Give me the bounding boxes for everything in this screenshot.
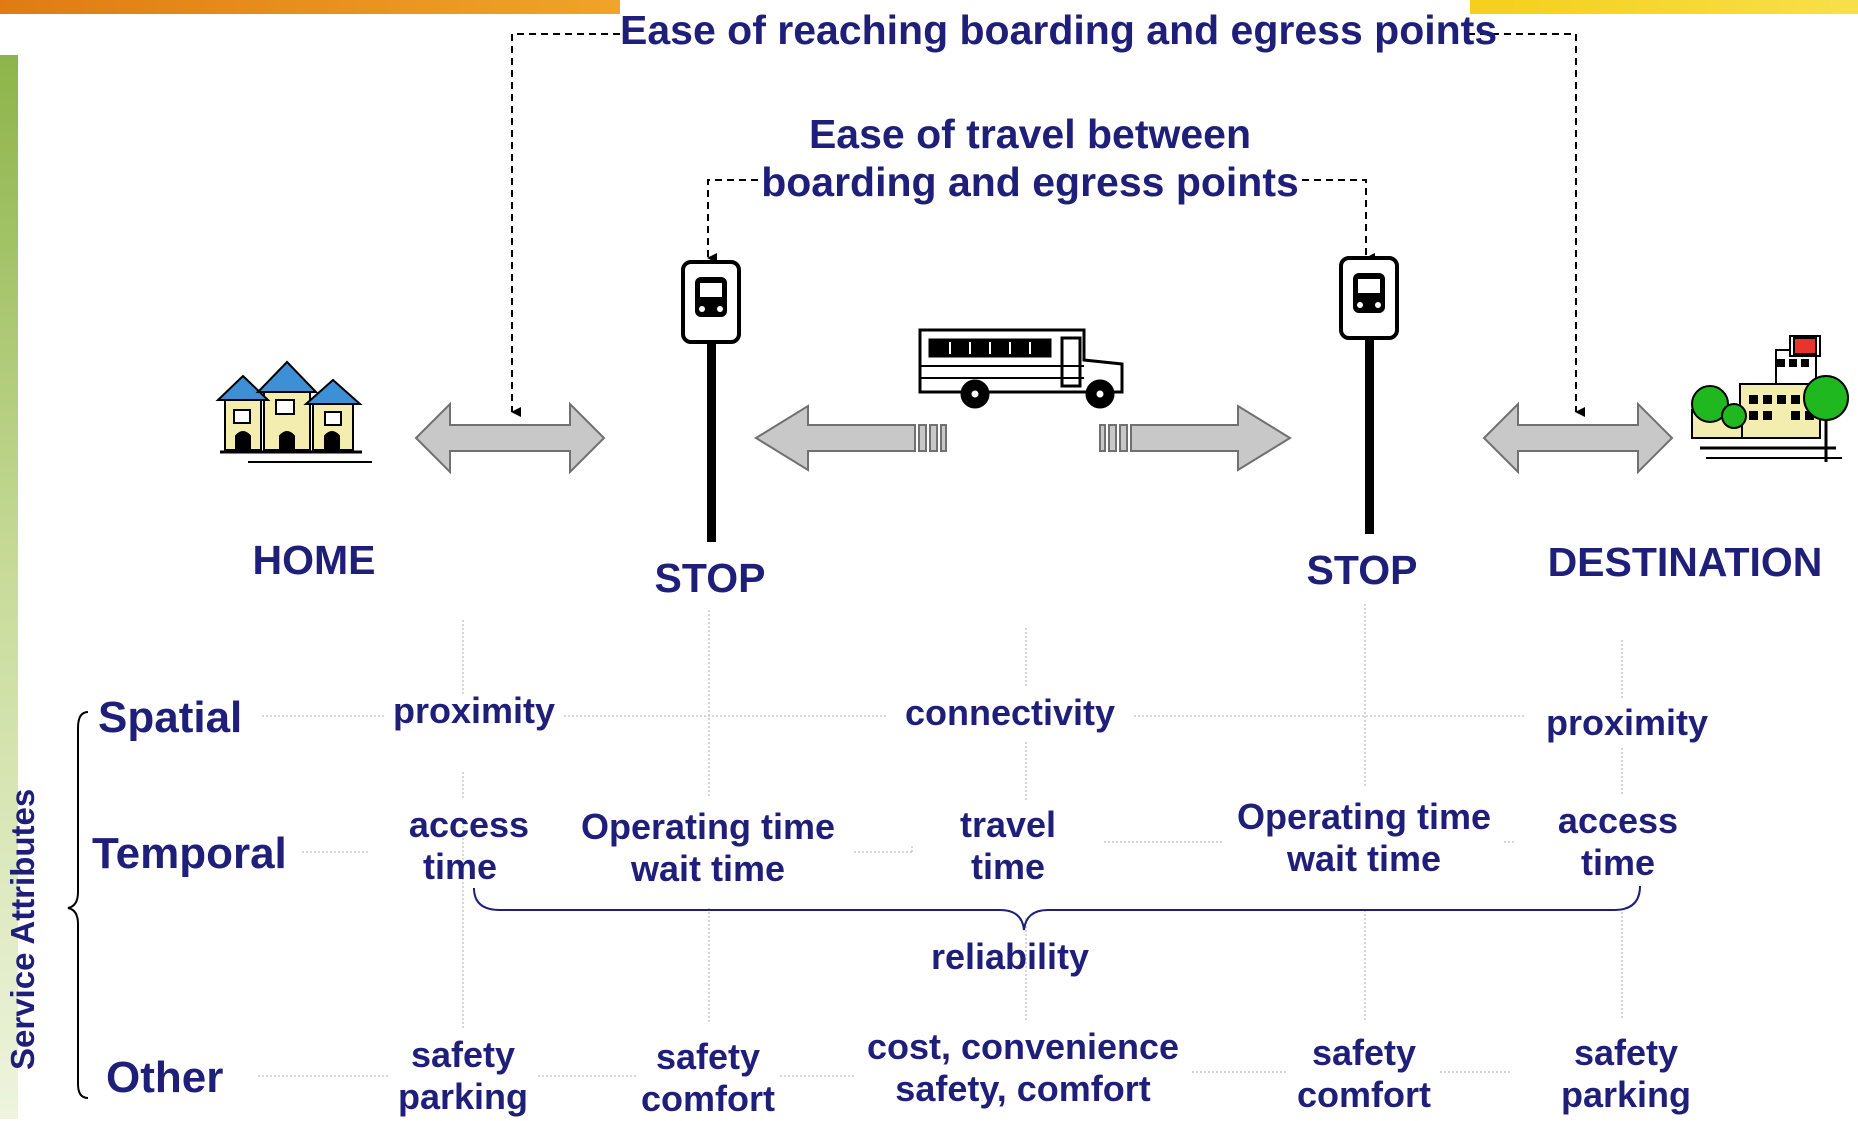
reliability-brace xyxy=(473,885,1641,931)
other-line: safety xyxy=(410,1034,516,1075)
temporal-line: travel xyxy=(959,804,1057,845)
temporal-home-access-time: access time xyxy=(384,804,554,889)
top-accent-bar-orange xyxy=(0,0,620,14)
left-accent-bar-green xyxy=(0,55,18,1119)
spatial-home-proximity: proximity xyxy=(392,690,556,731)
node-destination-label: DESTINATION xyxy=(1547,539,1823,585)
bus-stop-sign-icon xyxy=(1339,256,1399,534)
temporal-line: time xyxy=(1580,842,1656,884)
temporal-line: Operating time xyxy=(580,806,836,847)
attribute-grid-lines xyxy=(258,604,1623,1077)
temporal-line: access xyxy=(408,804,530,845)
other-line: safety xyxy=(1311,1032,1417,1073)
top-accent-bar-yellow xyxy=(1470,0,1858,14)
node-stop-right-label: STOP xyxy=(1306,547,1418,593)
temporal-stop-left-times: Operating time wait time xyxy=(562,806,854,891)
other-line: cost, convenience xyxy=(866,1026,1180,1067)
school-bus-icon xyxy=(918,328,1124,409)
other-line: comfort xyxy=(1297,1074,1431,1116)
middle-connector-label-line: boarding and egress points xyxy=(761,159,1299,206)
spatial-destination-proximity: proximity xyxy=(1545,702,1709,743)
bus-stop-sign-icon xyxy=(681,260,741,542)
stop-destination-double-arrow xyxy=(1482,401,1674,475)
temporal-destination-access-time: access time xyxy=(1538,800,1698,885)
temporal-travel-time: travel time xyxy=(930,804,1086,889)
other-line: parking xyxy=(1560,1074,1692,1116)
bus-left-arrow xyxy=(754,404,947,472)
temporal-line: Operating time xyxy=(1236,796,1492,837)
middle-connector-label: Ease of travel between boarding and egre… xyxy=(758,110,1302,207)
temporal-line: wait time xyxy=(630,848,786,890)
service-attributes-title: Service Attributes xyxy=(4,788,41,1070)
service-attributes-brace xyxy=(67,711,89,1099)
category-other-label: Other xyxy=(106,1053,224,1102)
other-stop-right-attributes: safety comfort xyxy=(1284,1032,1444,1117)
temporal-line: wait time xyxy=(1286,838,1442,880)
other-home-attributes: safety parking xyxy=(382,1034,544,1119)
bus-right-arrow xyxy=(1099,404,1292,472)
node-stop-left-label: STOP xyxy=(654,555,766,601)
other-line: parking xyxy=(397,1076,529,1118)
temporal-line: access xyxy=(1557,800,1679,841)
middle-connector-label-line: Ease of travel between xyxy=(808,111,1252,157)
other-line: safety, comfort xyxy=(895,1068,1151,1110)
hospital-building-icon xyxy=(1691,335,1849,462)
temporal-line: time xyxy=(970,846,1046,888)
other-line: safety xyxy=(1573,1032,1679,1073)
category-spatial-label: Spatial xyxy=(98,693,243,742)
top-connector-label: Ease of reaching boarding and egress poi… xyxy=(620,7,1498,53)
other-line: safety xyxy=(655,1036,761,1077)
home-stop-double-arrow xyxy=(414,401,606,475)
houses-icon xyxy=(215,360,372,463)
node-home-label: HOME xyxy=(252,537,376,583)
other-destination-attributes: safety parking xyxy=(1546,1032,1706,1117)
middle-dashed-connector xyxy=(707,179,1375,263)
temporal-stop-right-times: Operating time wait time xyxy=(1218,796,1510,881)
reliability-label: reliability xyxy=(930,936,1090,977)
temporal-line: time xyxy=(422,846,498,888)
spatial-connectivity: connectivity xyxy=(904,692,1116,733)
category-temporal-label: Temporal xyxy=(92,829,287,878)
other-stop-left-attributes: safety comfort xyxy=(628,1036,788,1121)
top-dashed-connector xyxy=(511,33,1585,417)
other-line: comfort xyxy=(641,1078,775,1120)
other-travel-attributes: cost, convenience safety, comfort xyxy=(858,1026,1188,1111)
